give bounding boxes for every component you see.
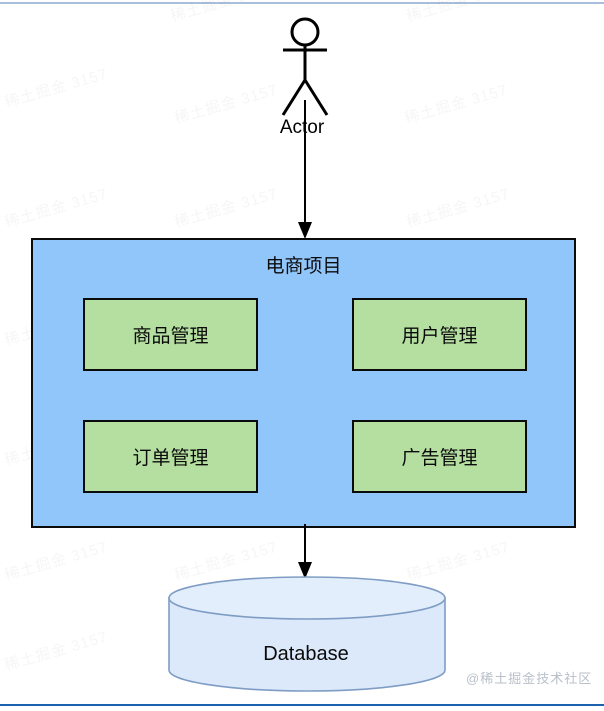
watermark-tile: 稀土掘金 3157: [2, 183, 110, 233]
module-label: 广告管理: [401, 448, 478, 469]
database-label: Database: [263, 643, 349, 665]
top-divider: [0, 2, 604, 4]
cylinder-database-icon[interactable]: [168, 576, 446, 697]
module-label: 商品管理: [132, 326, 209, 347]
watermark-tile: 稀土掘金 3157: [404, 183, 512, 233]
watermark-tile: 稀土掘金 3157: [2, 536, 110, 586]
watermark-tile: 稀土掘金 3157: [2, 63, 110, 113]
module-label: 订单管理: [132, 448, 209, 469]
bottom-divider: [0, 704, 604, 706]
watermark-tile: 稀土掘金 3157: [172, 183, 280, 233]
watermark-credit: @稀土掘金技术社区: [466, 671, 593, 686]
module-box-user-management[interactable]: 用户管理: [352, 298, 527, 371]
module-box-product-management[interactable]: 商品管理: [83, 298, 258, 371]
system-container-ecommerce[interactable]: 电商项目 商品管理 用户管理 订单管理 广告管理: [31, 238, 576, 528]
stick-figure-actor-icon: [272, 12, 338, 127]
connector-system-to-database: [290, 524, 320, 585]
system-title: 电商项目: [265, 256, 342, 277]
connector-actor-to-system: [290, 100, 320, 245]
actor-label: Actor: [279, 117, 325, 138]
module-label: 用户管理: [401, 326, 478, 347]
module-box-ad-management[interactable]: 广告管理: [352, 420, 527, 493]
module-box-order-management[interactable]: 订单管理: [83, 420, 258, 493]
watermark-tile: 稀土掘金 3157: [2, 626, 110, 676]
